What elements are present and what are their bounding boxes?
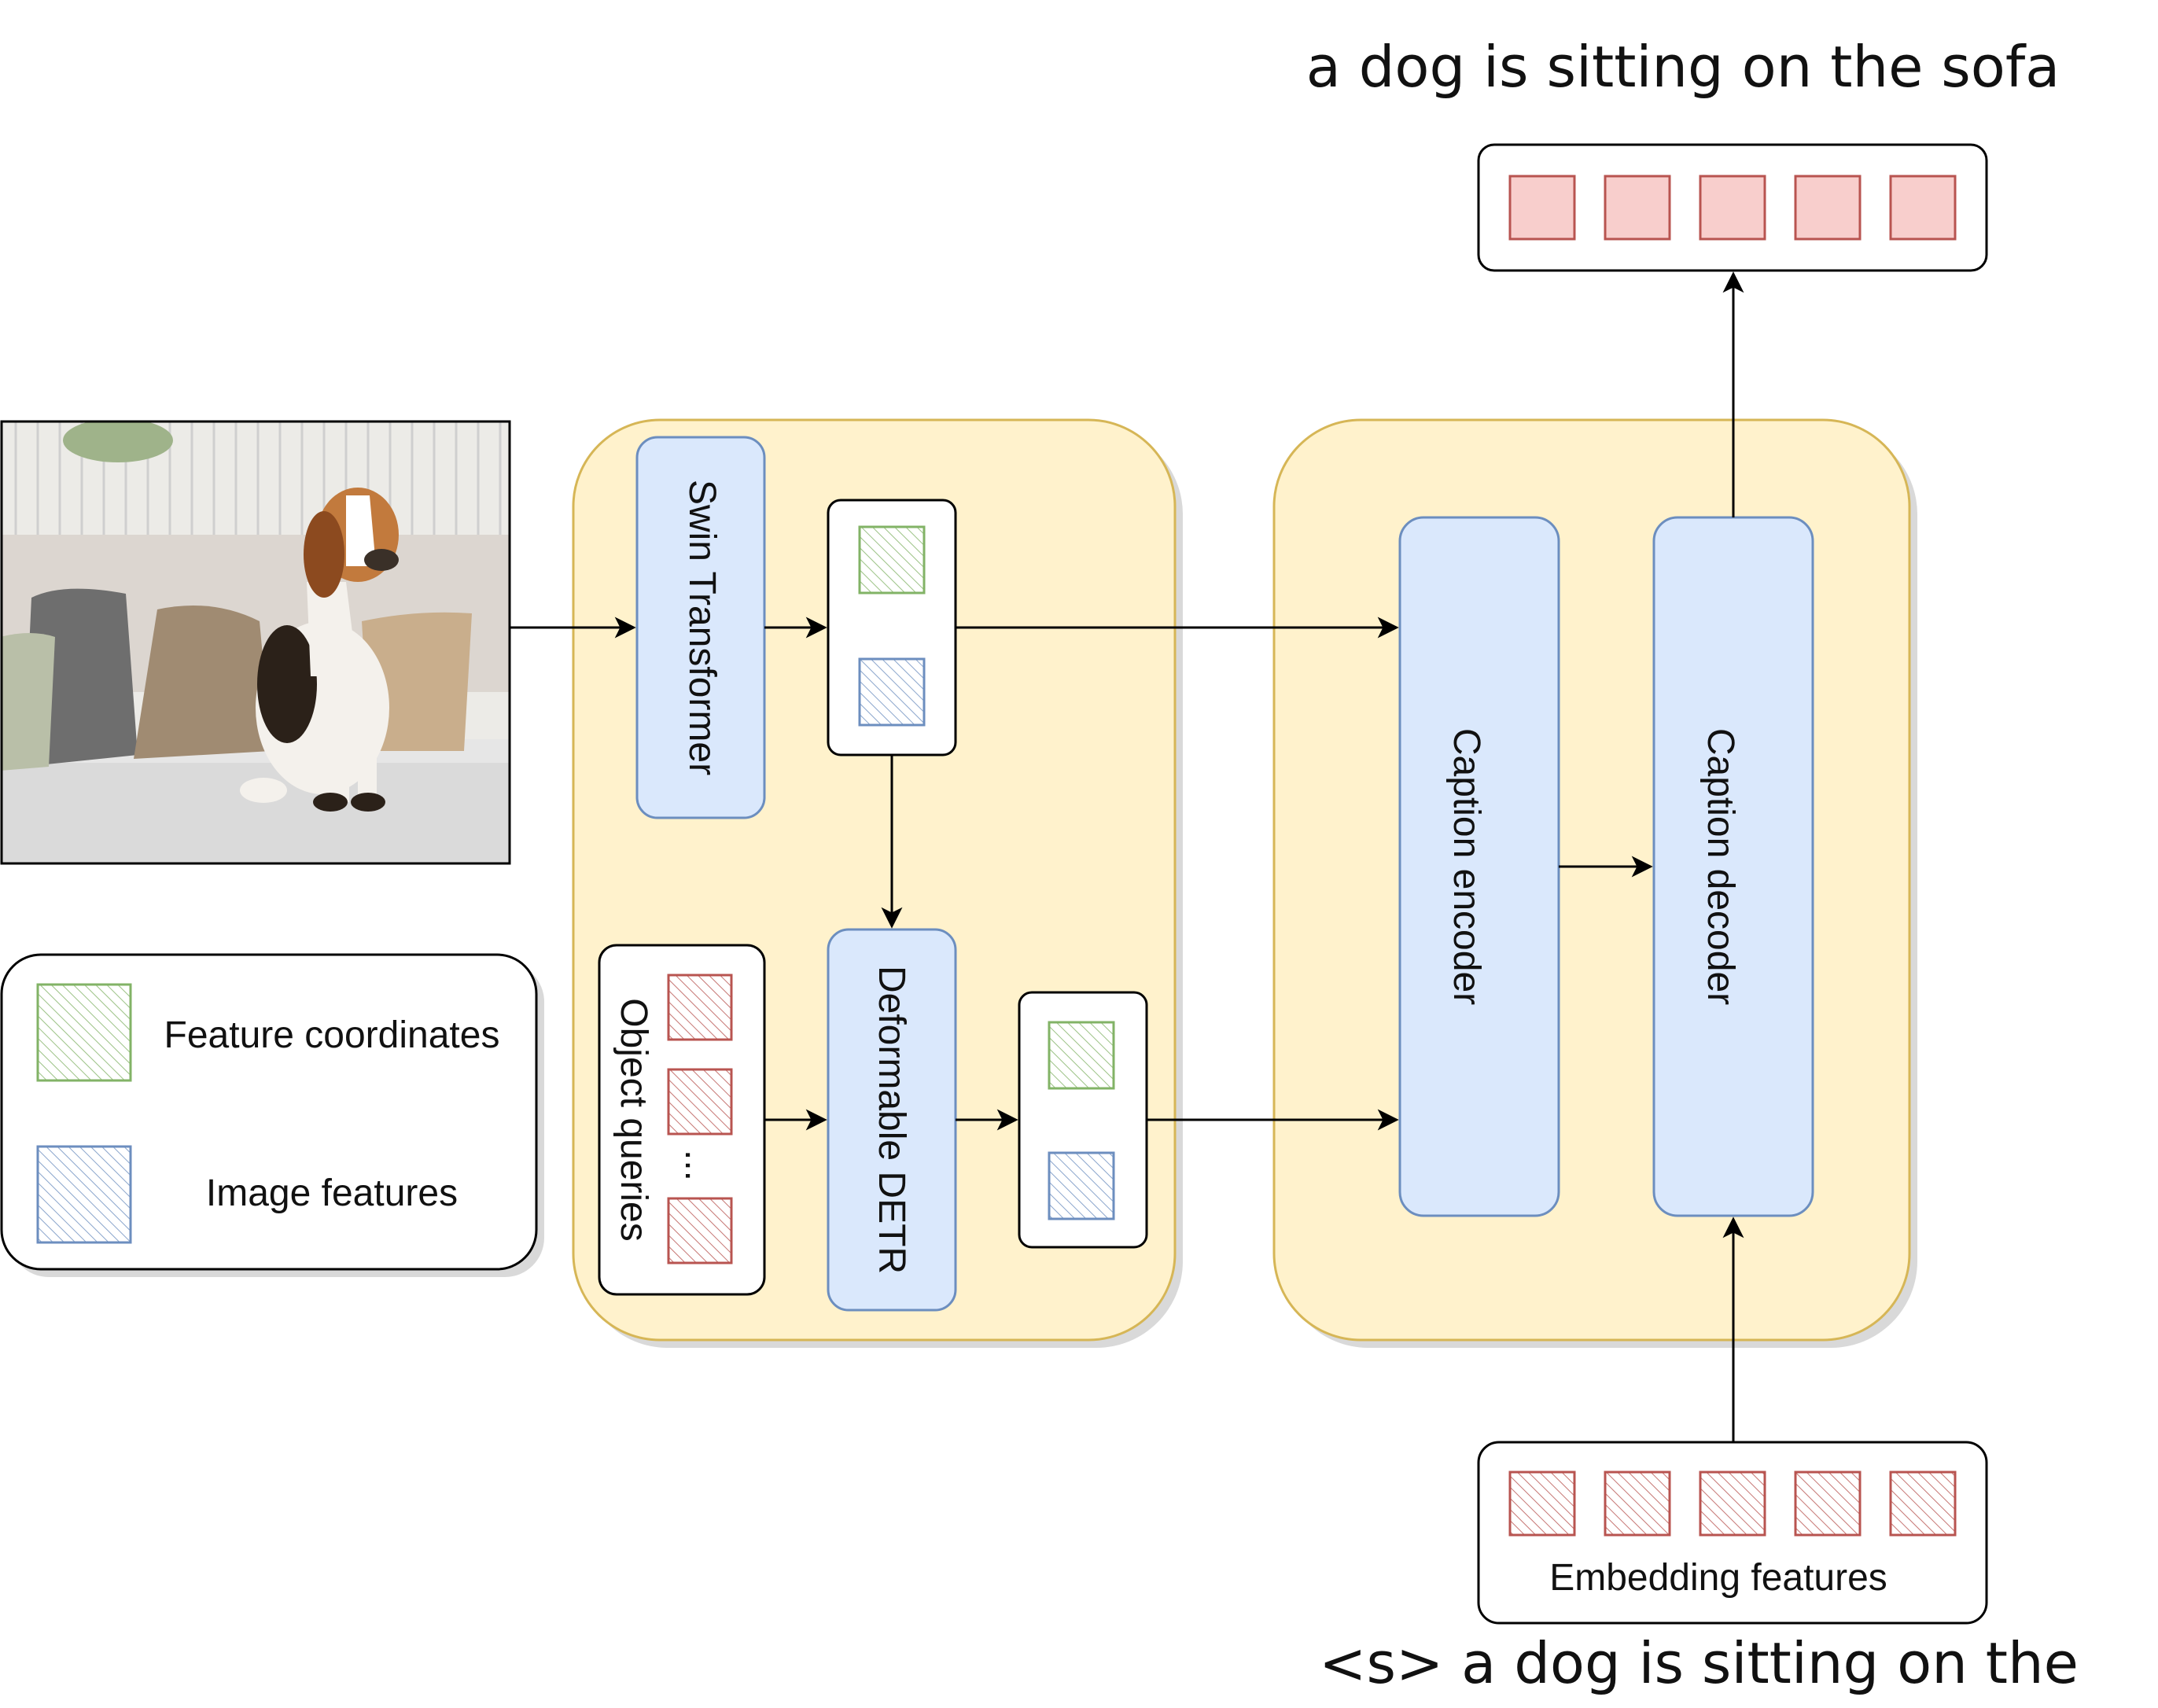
red-square-icon — [667, 974, 733, 1041]
red-square-icon — [1889, 1471, 1957, 1537]
deformable-detr-label: Deformable DETR — [871, 966, 912, 1274]
output-token-row — [1508, 175, 1957, 241]
green-square-icon — [858, 525, 926, 594]
red-square-icon — [1699, 1471, 1766, 1537]
pillow — [2, 633, 55, 771]
feature-box-top — [827, 499, 957, 756]
red-square-icon — [1794, 1471, 1862, 1537]
pillow — [362, 612, 472, 751]
red-square-icon — [667, 1068, 733, 1136]
red-square-icon — [1508, 1471, 1576, 1537]
embedding-features-box: Embedding features — [1477, 1441, 1988, 1625]
legend-image-features: Image features — [206, 1172, 458, 1214]
swin-transformer-block: Swin Transformer — [635, 436, 766, 819]
legend-feature-coordinates: Feature coordinates — [164, 1014, 500, 1056]
caption-encoder-block: Caption encoder — [1398, 516, 1560, 1217]
curtain — [14, 421, 502, 535]
output-token — [1889, 175, 1957, 241]
caption-decoder-label: Caption decoder — [1700, 728, 1741, 1005]
red-square-icon — [667, 1197, 733, 1264]
swin-transformer-label: Swin Transformer — [681, 480, 723, 775]
embedding-token-row — [1508, 1471, 1957, 1537]
queries-ellipsis: ... — [677, 1150, 719, 1181]
red-square-icon — [1604, 1471, 1671, 1537]
output-token — [1604, 175, 1671, 241]
blue-square-icon — [858, 657, 926, 727]
caption-encoder-label: Caption encoder — [1445, 728, 1487, 1005]
sofa — [2, 747, 510, 863]
deformable-detr-block: Deformable DETR — [827, 928, 957, 1312]
caption-decoder-block: Caption decoder — [1652, 516, 1814, 1217]
output-token-box — [1477, 143, 1988, 272]
embedding-features-label: Embedding features — [1549, 1557, 1887, 1599]
blue-square-icon — [36, 1145, 132, 1244]
input-image — [0, 420, 511, 865]
pillow — [24, 588, 138, 767]
green-square-icon — [36, 983, 132, 1082]
object-queries-box: Object queries ... — [598, 944, 766, 1296]
object-queries-label: Object queries — [613, 998, 654, 1242]
output-token — [1794, 175, 1862, 241]
green-square-icon — [1048, 1021, 1115, 1090]
plant — [63, 421, 173, 462]
arrows — [510, 271, 1744, 1442]
pillow — [134, 606, 271, 759]
legend: Feature coordinates Image features — [0, 953, 544, 1277]
dog — [240, 488, 399, 812]
output-token — [1699, 175, 1766, 241]
output-token — [1508, 175, 1576, 241]
feature-box-bottom — [1018, 991, 1148, 1249]
caption-model-panel — [1272, 418, 1917, 1348]
output-caption-text: a dog is sitting on the sofa — [1306, 34, 2060, 100]
input-caption-text: <s> a dog is sitting on the — [1319, 1630, 2079, 1696]
blue-square-icon — [1048, 1151, 1115, 1220]
